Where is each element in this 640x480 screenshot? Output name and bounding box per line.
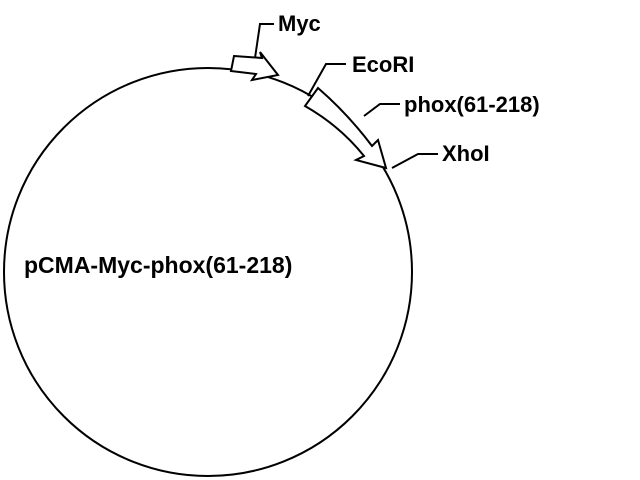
phox-leader-line — [363, 103, 400, 117]
plasmid-name: pCMA-Myc-phox(61-218) — [24, 252, 292, 278]
myc-label: Myc — [278, 11, 321, 36]
myc-leader-line — [254, 23, 274, 59]
xhoi-label: XhoI — [442, 141, 490, 166]
phox-insert-arrow — [303, 86, 388, 170]
plasmid-backbone — [3, 67, 413, 477]
xhoi-leader-line — [391, 153, 438, 169]
myc-tag-arrow — [229, 51, 280, 82]
ecori-label: EcoRI — [352, 52, 414, 77]
ecori-leader-line — [307, 63, 346, 97]
phox-label: phox(61-218) — [404, 92, 540, 117]
